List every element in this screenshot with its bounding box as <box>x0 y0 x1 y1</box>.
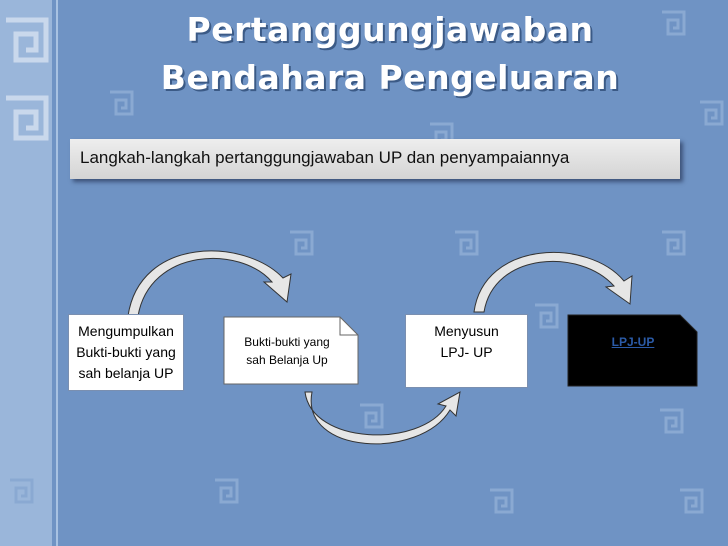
doc1-fold <box>339 317 358 336</box>
step-3-line-1: Menyusun <box>434 323 499 339</box>
curved-arrow-icon <box>473 251 633 313</box>
subtitle-text: Langkah-langkah pertanggungjawaban UP da… <box>80 148 570 167</box>
subtitle-bar: Langkah-langkah pertanggungjawaban UP da… <box>70 139 680 179</box>
left-decor-strip <box>0 0 52 546</box>
step-3-line-2: LPJ- UP <box>440 344 493 360</box>
step-1-line-1: Mengumpulkan <box>78 323 174 339</box>
step-3-box: Menyusun LPJ- UP <box>405 314 528 388</box>
title-line-1: Pertanggungjawaban <box>186 10 594 49</box>
curved-arrow-icon <box>304 391 461 445</box>
step-1-box: Mengumpulkan Bukti-bukti yang sah belanj… <box>68 314 184 391</box>
title-line-2: Bendahara Pengeluaran <box>160 58 620 97</box>
step-2-line-2: sah Belanja Up <box>246 353 328 367</box>
step-4-line-1: LPJ-UP <box>611 335 655 349</box>
step-2-document-shape <box>223 316 359 385</box>
step-2-line-1: Bukti-bukti yang <box>244 335 330 349</box>
page-title: Pertanggungjawaban Bendahara Pengeluaran <box>90 6 690 102</box>
left-decor-line <box>56 0 58 546</box>
step-1-line-2: Bukti-bukti yang <box>76 344 176 360</box>
step-4-document-shape <box>567 314 698 387</box>
step-1-line-3: sah belanja UP <box>78 365 174 381</box>
curved-arrow-icon <box>127 250 292 317</box>
step-2-text: Bukti-bukti yang sah Belanja Up <box>228 333 346 369</box>
step-4-text: LPJ-UP <box>570 333 696 351</box>
